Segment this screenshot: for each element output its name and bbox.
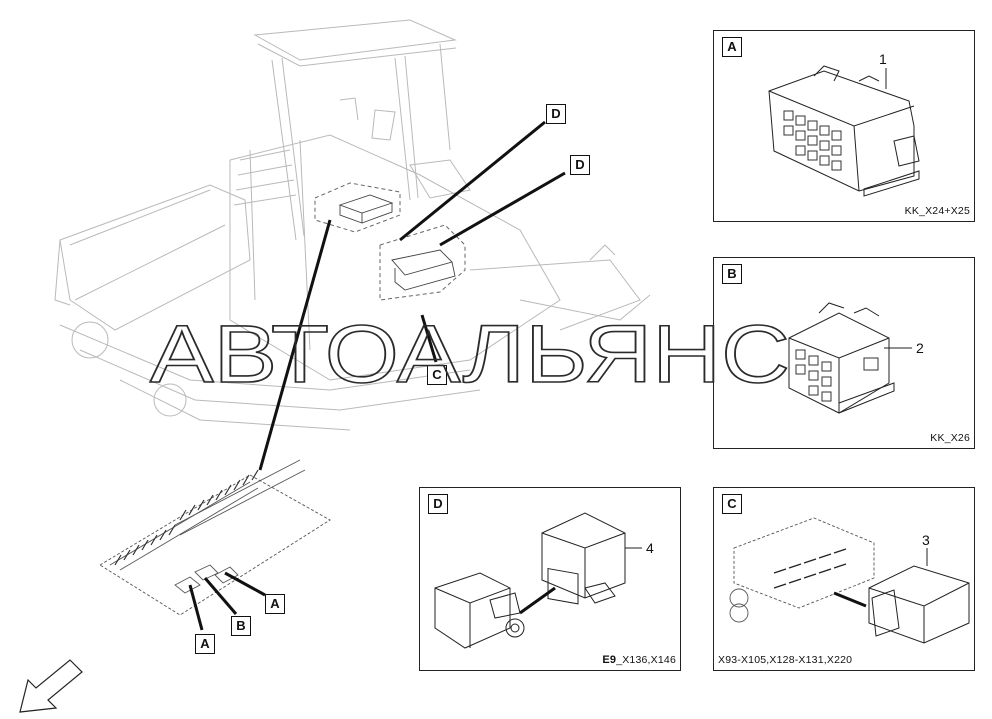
watermark: АВТОАЛЬЯНС [149, 308, 791, 401]
detail-panel-c: C 3 X93-X105,X128-X131,X220 [713, 487, 975, 671]
part-number-4: 4 [646, 540, 654, 556]
watermark-text: АВТОАЛЬЯНС [150, 309, 790, 400]
callout-d-lower: D [570, 155, 590, 175]
part-number-1: 1 [879, 51, 887, 67]
panel-d-caption: E9_X136,X146 [602, 654, 676, 666]
callout-c-machine: C [427, 365, 447, 385]
valve-plug-connector-icon [434, 512, 642, 649]
detail-panel-b: B 2 KK_X26 [713, 257, 975, 449]
panel-c-tag: C [722, 494, 742, 514]
part-number-3: 3 [922, 532, 930, 548]
panel-d-tag: D [428, 494, 448, 514]
panel-a-caption: KK_X24+X25 [904, 205, 970, 217]
panel-c-caption: X93-X105,X128-X131,X220 [718, 654, 853, 666]
direction-arrow-icon [19, 659, 83, 713]
panel-d-caption-bold: E9 [602, 654, 617, 666]
multi-connector-block-icon [729, 517, 970, 644]
panel-b-caption: KK_X26 [930, 432, 970, 444]
callout-a-right: A [265, 594, 285, 614]
callout-d-upper: D [546, 104, 566, 124]
detail-panel-a: A 1 KK_X24+X25 [713, 30, 975, 222]
panel-d-caption-text: _X136,X146 [616, 654, 676, 666]
panel-a-tag: A [722, 37, 742, 57]
callout-a-left: A [195, 634, 215, 654]
detail-panel-d: D 4 E9_X136,X146 [419, 487, 681, 671]
part-number-2: 2 [916, 340, 924, 356]
connector-kk-x26-icon [788, 302, 912, 414]
panel-b-tag: B [722, 264, 742, 284]
connector-kk-x24-x25-icon [768, 65, 920, 197]
callout-b-board: B [231, 616, 251, 636]
